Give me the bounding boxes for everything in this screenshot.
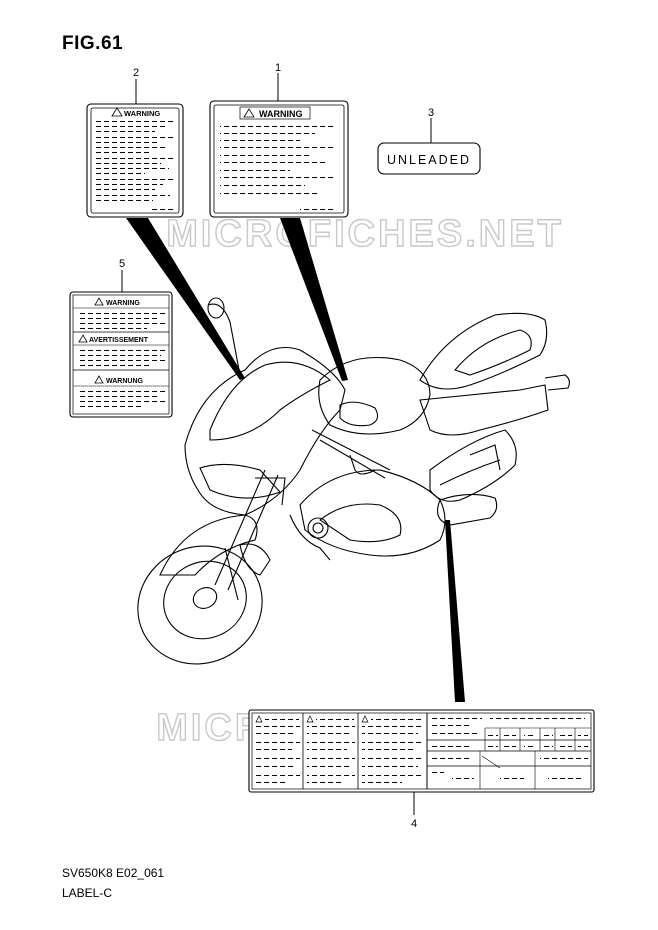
leader-label-1 <box>280 218 348 381</box>
label-2-heading: WARNING <box>124 109 160 118</box>
warning-triangle-icon <box>243 108 255 118</box>
leader-label-2 <box>126 218 245 380</box>
warning-triangle-icon <box>94 375 104 384</box>
drawing-name: LABEL-C <box>62 886 113 900</box>
label-1-warning: WARNING <box>209 100 349 218</box>
callout-numbers: 1 2 3 4 5 <box>119 62 434 830</box>
label-5-trilingual-warning: WARNING AVERTISSEMENT WARNUNG <box>69 291 173 418</box>
label-4-multi-panel <box>248 709 595 793</box>
motorcycle-outline <box>137 297 571 665</box>
label-1-text-lines <box>220 126 336 210</box>
warning-triangle-icon <box>306 715 314 723</box>
warning-triangle-icon <box>94 297 104 306</box>
drawing-code: SV650K8 E02_061 <box>62 866 165 880</box>
leader-label-4 <box>445 520 465 702</box>
warning-triangle-icon <box>361 715 369 723</box>
label-3-text: UNLEADED <box>387 153 471 167</box>
figure-title: FIG.61 <box>62 33 124 54</box>
callout-lines <box>121 73 432 815</box>
warning-triangle-icon <box>255 715 263 723</box>
label-5-heading-fr: AVERTISSEMENT <box>89 337 149 344</box>
callout-2: 2 <box>133 67 139 79</box>
label-2-text-lines <box>95 121 176 210</box>
warning-triangle-icon <box>78 334 88 343</box>
label-2-warning: WARNING <box>86 103 184 218</box>
warning-triangle-icon <box>111 107 123 117</box>
label-3-unleaded: UNLEADED <box>377 142 481 175</box>
label-5-heading-en: WARNING <box>106 300 140 307</box>
label-5-heading-de: WARNUNG <box>106 378 143 385</box>
callout-3: 3 <box>428 107 434 119</box>
label-1-heading: WARNING <box>259 109 303 119</box>
callout-4: 4 <box>411 818 417 830</box>
leader-lines <box>126 218 465 702</box>
watermark-top: MICROFICHES.NET <box>166 213 564 255</box>
callout-1: 1 <box>275 62 281 74</box>
callout-5: 5 <box>119 258 125 270</box>
